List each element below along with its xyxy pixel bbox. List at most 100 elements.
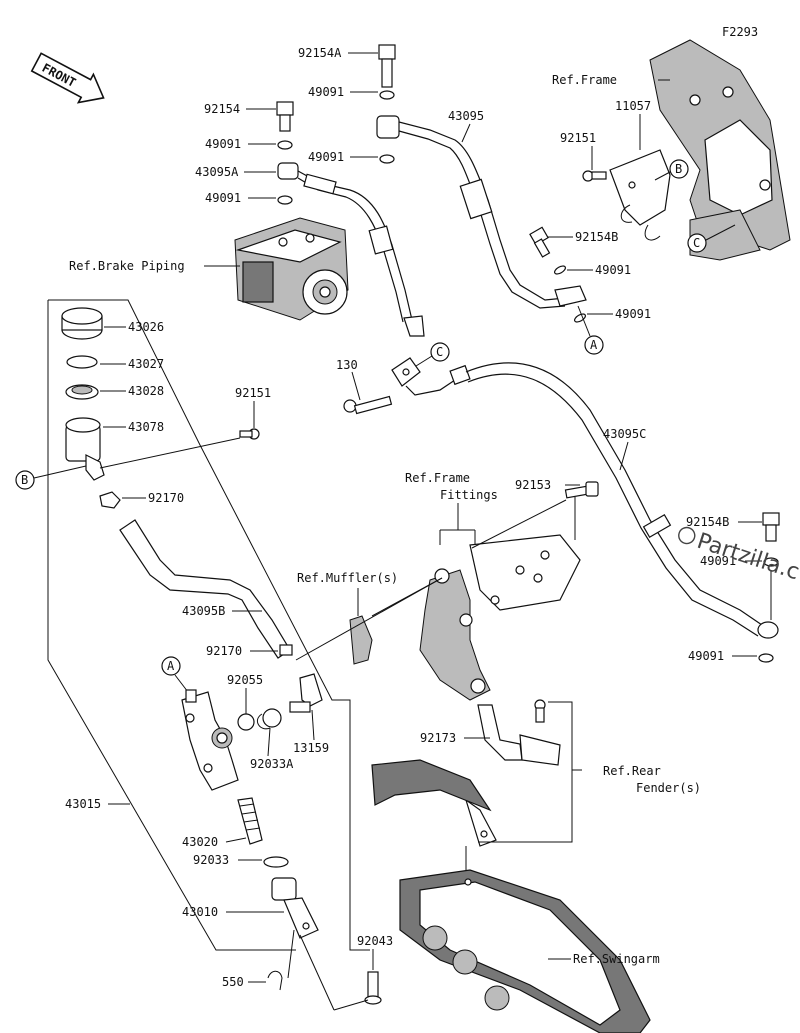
brake-hose-43095C bbox=[449, 362, 779, 639]
part-92170-lower: 92170 bbox=[206, 644, 242, 658]
bolt-130 bbox=[343, 395, 393, 415]
part-43028: 43028 bbox=[128, 384, 164, 398]
plate-43027 bbox=[66, 355, 98, 369]
part-49091-b: 49091 bbox=[205, 137, 241, 151]
reservoir-hose-43095B bbox=[119, 519, 291, 659]
part-49091-h: 49091 bbox=[688, 649, 724, 663]
part-43026: 43026 bbox=[128, 320, 164, 334]
bracket-92173 bbox=[464, 704, 561, 847]
o-ring-92033 bbox=[263, 856, 289, 868]
reservoir-cap-43026 bbox=[61, 307, 103, 340]
part-43095B: 43095B bbox=[182, 604, 225, 618]
ref-frame-fittings-label-1: Ref.Frame bbox=[405, 471, 470, 485]
bolt-92151-top bbox=[582, 170, 607, 182]
swingarm-ref-drawing bbox=[399, 869, 651, 1033]
connector-13159 bbox=[289, 673, 323, 713]
banjo-bolt-92154 bbox=[276, 101, 294, 132]
svg-text:Partzilla.c: Partzilla.c bbox=[694, 529, 800, 585]
ref-brake-piping-label: Ref.Brake Piping bbox=[69, 259, 185, 273]
part-49091-f: 49091 bbox=[615, 307, 651, 321]
brake-hose-43095 bbox=[376, 115, 587, 309]
part-43095C: 43095C bbox=[603, 427, 646, 441]
part-92055: 92055 bbox=[227, 673, 263, 687]
part-92154B-right: 92154B bbox=[686, 515, 729, 529]
ref-swingarm-label: Ref.Swingarm bbox=[573, 952, 660, 966]
frame-ref-drawing bbox=[649, 39, 791, 261]
o-ring-92055 bbox=[237, 713, 255, 731]
ref-rear-fender-label-2: Fender(s) bbox=[636, 781, 701, 795]
muffler-ref-drawing bbox=[349, 615, 373, 665]
callout-c-frame: C bbox=[687, 233, 707, 253]
bolt-92151-middle bbox=[239, 428, 260, 440]
part-130: 130 bbox=[336, 358, 358, 372]
bolt-rear-fender bbox=[534, 699, 546, 723]
clamp-92170-upper bbox=[99, 491, 121, 509]
part-43015: 43015 bbox=[65, 797, 101, 811]
washer-49091-d bbox=[277, 195, 293, 205]
split-pin-550 bbox=[267, 970, 283, 991]
bracket-11057 bbox=[609, 149, 671, 241]
banjo-bolt-92154B-top bbox=[529, 226, 551, 258]
part-92033A: 92033A bbox=[250, 757, 294, 771]
part-43027: 43027 bbox=[128, 357, 164, 371]
washer-49091-g bbox=[763, 557, 779, 567]
part-43095A: 43095A bbox=[195, 165, 239, 179]
part-49091-d: 49091 bbox=[205, 191, 241, 205]
ref-rear-fender-label-1: Ref.Rear bbox=[603, 764, 661, 778]
circlip-92033A bbox=[257, 713, 271, 730]
master-cylinder bbox=[181, 689, 239, 791]
part-92154A: 92154A bbox=[298, 46, 342, 60]
washer-49091-e bbox=[553, 265, 567, 275]
part-13159: 13159 bbox=[293, 741, 329, 755]
frame-fittings-bracket bbox=[419, 534, 581, 701]
svg-text:B: B bbox=[675, 162, 682, 176]
washer-49091-h bbox=[758, 653, 774, 663]
callout-b-reservoir: B bbox=[15, 470, 35, 490]
banjo-bolt-92154A bbox=[378, 44, 396, 88]
assembly-bracket-43015 bbox=[47, 300, 296, 951]
part-92173: 92173 bbox=[420, 731, 456, 745]
reservoir-43078 bbox=[65, 417, 105, 481]
part-92151-top: 92151 bbox=[560, 131, 596, 145]
part-92151-middle: 92151 bbox=[235, 386, 271, 400]
part-49091-g: 49091 bbox=[700, 554, 736, 568]
bolt-92153 bbox=[564, 481, 599, 499]
part-92033: 92033 bbox=[193, 853, 229, 867]
pushrod-43020 bbox=[237, 797, 263, 845]
part-43095: 43095 bbox=[448, 109, 484, 123]
washer-49091-b bbox=[277, 140, 293, 150]
svg-text:C: C bbox=[436, 345, 443, 359]
brake-hose-43095A bbox=[277, 162, 425, 337]
part-92153: 92153 bbox=[515, 478, 551, 492]
part-92154B-top: 92154B bbox=[575, 230, 618, 244]
pin-92043 bbox=[364, 971, 382, 1005]
part-49091-a: 49091 bbox=[308, 85, 344, 99]
svg-text:B: B bbox=[21, 473, 28, 487]
watermark: Partzilla.c bbox=[678, 526, 800, 585]
front-arrow-icon: FRONT bbox=[30, 52, 105, 104]
svg-text:C: C bbox=[693, 236, 700, 250]
washer-49091-c bbox=[379, 154, 395, 164]
callout-a-master: A bbox=[161, 656, 181, 676]
joint-block-130 bbox=[391, 357, 421, 387]
part-43078: 43078 bbox=[128, 420, 164, 434]
ref-frame-fittings-label-2: Fittings bbox=[440, 488, 498, 502]
figure-code: F2293 bbox=[722, 25, 758, 39]
clamp-92170-lower bbox=[279, 644, 293, 656]
callout-b-frame: B bbox=[669, 159, 689, 179]
part-43010: 43010 bbox=[182, 905, 218, 919]
ref-frame-label: Ref.Frame bbox=[552, 73, 617, 87]
part-43020: 43020 bbox=[182, 835, 218, 849]
part-92154: 92154 bbox=[204, 102, 240, 116]
part-550: 550 bbox=[222, 975, 244, 989]
washer-49091-f bbox=[573, 313, 587, 323]
part-49091-c: 49091 bbox=[308, 150, 344, 164]
svg-text:A: A bbox=[590, 338, 598, 352]
svg-text:A: A bbox=[167, 659, 175, 673]
part-49091-e: 49091 bbox=[595, 263, 631, 277]
part-92170-upper: 92170 bbox=[148, 491, 184, 505]
diaphragm-43028 bbox=[65, 384, 99, 400]
ref-muffler-label: Ref.Muffler(s) bbox=[297, 571, 398, 585]
callout-c-joint: C bbox=[430, 342, 450, 362]
banjo-bolt-92154B-right bbox=[762, 512, 780, 542]
